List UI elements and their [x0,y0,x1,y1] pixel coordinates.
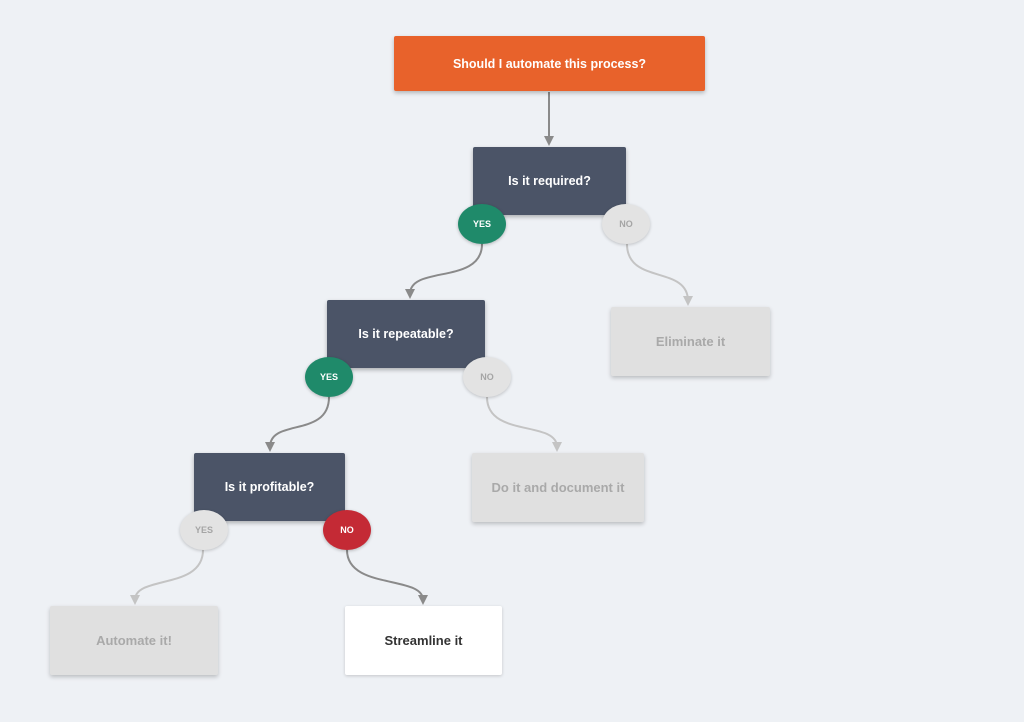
required-yes-label: YES [472,219,491,229]
decision-profitable-label: Is it profitable? [224,480,315,494]
decision-repeatable-label: Is it repeatable? [358,327,454,341]
required-no-label: NO [619,219,633,229]
outcome-streamline-label: Streamline it [384,633,463,648]
required-yes-badge[interactable]: YES [458,204,506,244]
connector-required-yes [405,243,483,299]
decision-repeatable[interactable]: Is it repeatable? [327,300,485,368]
connector-profitable-yes [130,549,204,605]
decision-required[interactable]: Is it required? [473,147,626,215]
repeatable-yes-badge[interactable]: YES [305,357,353,397]
profitable-yes-label: YES [194,525,213,535]
outcome-streamline[interactable]: Streamline it [345,606,502,675]
outcome-automate-label: Automate it! [96,633,172,648]
outcome-eliminate-label: Eliminate it [655,334,726,349]
outcome-eliminate[interactable]: Eliminate it [611,307,770,376]
repeatable-yes-label: YES [319,372,338,382]
repeatable-no-label: NO [480,372,494,382]
outcome-document[interactable]: Do it and document it [472,453,644,522]
decision-profitable[interactable]: Is it profitable? [194,453,345,521]
profitable-no-label: NO [340,525,354,535]
connector-profitable-no [346,549,428,605]
connector-repeatable-yes [265,396,330,452]
repeatable-no-badge[interactable]: NO [463,357,511,397]
decision-required-label: Is it required? [508,174,591,188]
outcome-document-label: Do it and document it [491,480,625,495]
start-node[interactable]: Should I automate this process? [394,36,705,91]
connector-required-no [626,243,693,306]
required-no-badge[interactable]: NO [602,204,650,244]
profitable-no-badge[interactable]: NO [323,510,371,550]
outcome-automate[interactable]: Automate it! [50,606,218,675]
start-node-label: Should I automate this process? [452,56,647,71]
connector-repeatable-no [486,396,562,452]
profitable-yes-badge[interactable]: YES [180,510,228,550]
